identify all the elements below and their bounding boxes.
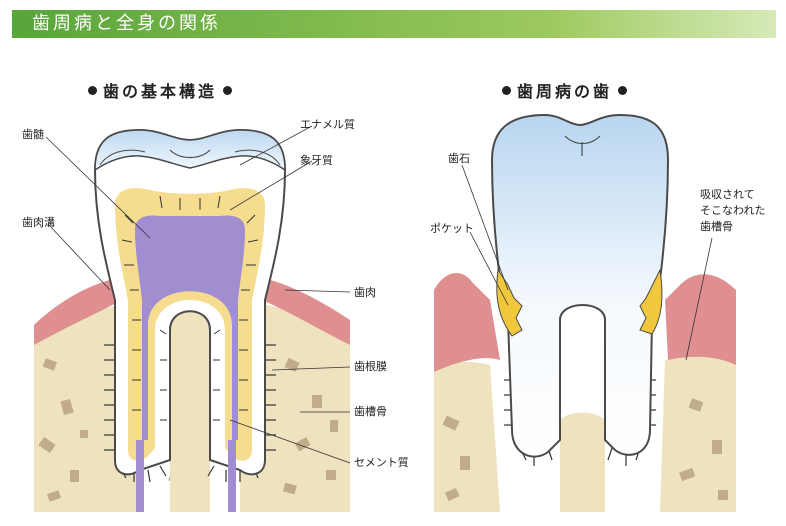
label-tartar: 歯石: [448, 152, 470, 165]
label-gum: 歯肉: [354, 286, 376, 299]
right-alveolar-bone-left: [434, 361, 500, 512]
left-enamel: [94, 129, 286, 172]
label-pocket: ポケット: [430, 222, 474, 235]
label-pulp: 歯髄: [22, 128, 44, 141]
label-enamel: エナメル質: [300, 118, 355, 131]
right-alveolar-bone-right: [660, 356, 736, 512]
left-enamel-edge: [99, 149, 281, 166]
right-diagram-title: 歯周病の歯: [496, 78, 633, 102]
right-gum-right: [665, 274, 736, 365]
left-gum-left: [34, 280, 122, 345]
header-banner: 歯周病と全身の関係: [12, 10, 776, 38]
label-cementum: セメント質: [354, 456, 409, 469]
right-tartar-right: [639, 268, 663, 335]
right-interroot-bone: [560, 412, 605, 512]
left-root-canal-b: [228, 440, 236, 512]
label-periodontal-ligament: 歯根膜: [354, 360, 387, 373]
left-interroot-bone: [170, 307, 210, 512]
right-tooth-periodontal: [434, 113, 736, 512]
left-pulp: [135, 215, 245, 440]
left-tooth-structure: [34, 125, 351, 512]
right-diagram-title-text: 歯周病の歯: [517, 82, 613, 101]
label-absorbed-bone-2: そこなわれた: [700, 204, 766, 217]
bullet-icon: [88, 86, 97, 95]
right-tooth-body: [490, 113, 670, 458]
right-tartar-left: [496, 268, 523, 337]
right-leader-lines: [461, 164, 713, 361]
label-dentin: 象牙質: [300, 154, 333, 167]
bullet-icon: [618, 86, 628, 95]
left-gum-right: [262, 280, 350, 345]
label-alveolar-bone: 歯槽骨: [354, 405, 387, 418]
label-absorbed-bone-1: 吸収されて: [700, 188, 755, 201]
page-title: 歯周病と全身の関係: [32, 13, 221, 34]
left-crown-groove: [169, 149, 211, 159]
left-leader-lines: [45, 125, 351, 464]
left-dentin-tubules: [121, 195, 259, 421]
left-diagram-title-text: 歯の基本構造: [103, 82, 218, 101]
label-absorbed-bone-3: 歯槽骨: [700, 220, 733, 233]
bullet-icon: [502, 86, 511, 95]
right-crown-groove: [564, 135, 601, 156]
left-alveolar-bone: [34, 300, 140, 512]
left-alveolar-bone-right: [240, 300, 350, 512]
bullet-icon: [223, 86, 233, 95]
left-root-canal-a: [136, 440, 144, 512]
left-diagram-title: 歯の基本構造: [82, 78, 238, 102]
label-gingival-sulcus: 歯肉溝: [22, 216, 55, 229]
right-bone-speckles: [442, 398, 728, 502]
right-gum-left: [434, 272, 500, 372]
